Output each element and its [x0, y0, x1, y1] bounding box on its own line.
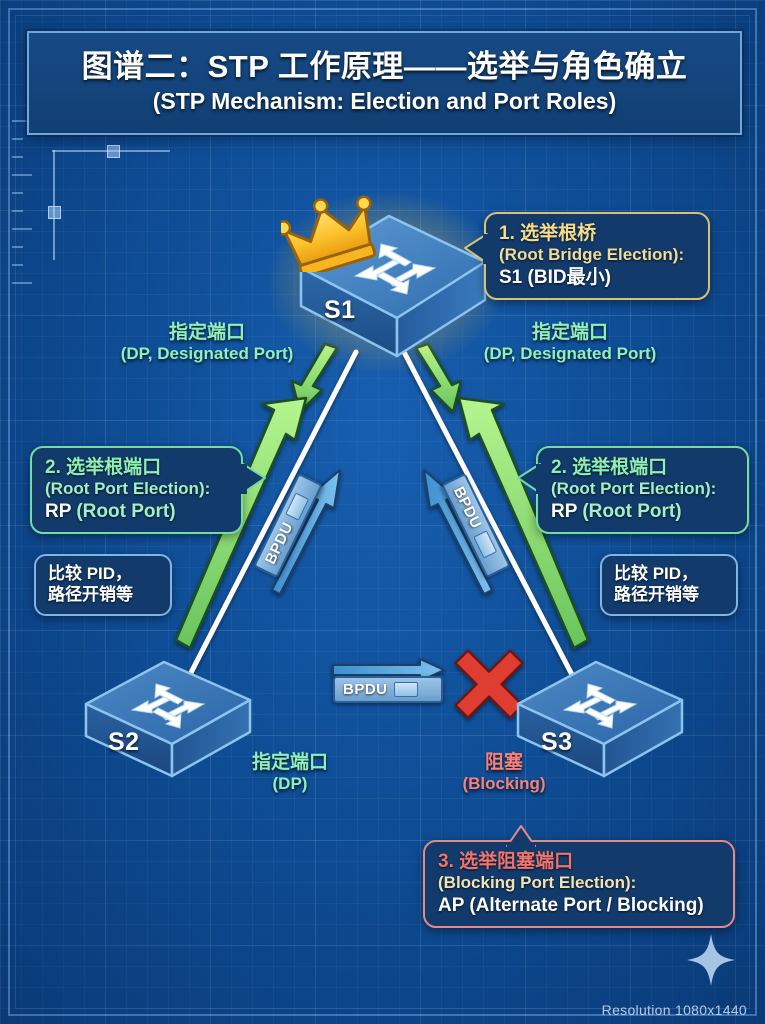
label-dp-bottom-en: (DP): [272, 774, 308, 794]
label-dp-left: 指定端口 (DP, Designated Port): [92, 322, 322, 365]
blocking-x-icon: [454, 649, 524, 719]
bpdu-flow-arrow-left: [271, 469, 341, 595]
switch-s3-icon[interactable]: [508, 648, 708, 788]
label-dp-right: 指定端口 (DP, Designated Port): [455, 322, 685, 365]
note-left-line2: 路径开销等: [48, 585, 133, 605]
note-right-pid[interactable]: 比较 PID， 路径开销等: [600, 554, 738, 616]
title-chinese: 图谱二：STP 工作原理——选举与角色确立: [81, 49, 688, 85]
note-left-pid[interactable]: 比较 PID， 路径开销等: [34, 554, 172, 616]
bpdu-badge-bottom-label: BPDU: [343, 681, 388, 698]
bpdu-packet-icon-bottom: [393, 682, 418, 697]
resolution-watermark: Resolution 1080x1440: [601, 1002, 747, 1018]
callout-root-bridge-line2: (Root Bridge Election):: [499, 245, 685, 265]
callout-root-bridge-line1: 1. 选举根桥: [499, 223, 597, 244]
label-blocking-bottom: 阻塞 (Blocking): [432, 752, 576, 795]
callout-root-bridge-tail: [464, 233, 489, 264]
ruler-decoration: [12, 120, 34, 300]
bpdu-packet-icon-left: [284, 492, 309, 522]
crosshair-node-a: [48, 206, 61, 219]
switch-s2-label: S2: [108, 728, 140, 756]
note-left-line1: 比较 PID，: [48, 564, 133, 583]
label-dp-right-en: (DP, Designated Port): [483, 344, 657, 364]
crosshair-node-b: [107, 145, 120, 158]
rp-right-main: RP: [551, 500, 578, 522]
bpdu-packet-icon-right: [472, 529, 497, 559]
arrow-rp-right: [457, 396, 590, 650]
note-right-line2: 路径开销等: [614, 585, 699, 605]
rp-left-sub: (Root Port): [71, 500, 176, 522]
note-right-line1: 比较 PID，: [614, 564, 699, 583]
label-dp-right-cn: 指定端口: [531, 322, 608, 343]
link-s1-s2: [177, 349, 359, 697]
callout-root-bridge-line3: S1 (BID最小): [499, 266, 611, 288]
bpdu-badge-bottom: BPDU: [333, 676, 443, 703]
callout-root-port-left-line1: 2. 选举根端口: [45, 457, 162, 478]
callout-blocking-line1: 3. 选举阻塞端口: [438, 851, 574, 872]
crown-icon: [281, 195, 377, 272]
link-s1-s3: [401, 349, 585, 697]
callout-root-port-right-tail: [517, 463, 542, 494]
switch-s1-label: S1: [324, 296, 356, 324]
label-blocking-bottom-cn: 阻塞: [484, 752, 523, 773]
label-dp-left-cn: 指定端口: [168, 322, 245, 343]
callout-blocking-line2: (Blocking Port Election):: [438, 873, 637, 893]
crosshair-vertical: [53, 150, 55, 260]
callout-blocking-port[interactable]: 3. 选举阻塞端口 (Blocking Port Election): AP (…: [423, 840, 735, 929]
label-dp-left-en: (DP, Designated Port): [120, 344, 294, 364]
callout-root-port-left-line3: RP (Root Port): [45, 500, 228, 523]
callout-root-port-right-line2: (Root Port Election):: [551, 479, 717, 499]
bpdu-flow-arrow-bottom: [332, 658, 445, 682]
callout-blocking-tail: [506, 825, 536, 848]
sparkle-icon: [687, 934, 735, 986]
label-dp-bottom: 指定端口 (DP): [230, 752, 350, 795]
label-blocking-bottom-en: (Blocking): [462, 774, 546, 794]
page-title: 图谱二：STP 工作原理——选举与角色确立 (STP Mechanism: El…: [27, 31, 742, 135]
label-dp-bottom-cn: 指定端口: [251, 752, 328, 773]
switch-s2-icon[interactable]: [76, 648, 276, 788]
rp-left-main: RP: [45, 500, 72, 522]
callout-blocking-line3: AP (Alternate Port / Blocking): [438, 894, 704, 916]
callout-root-port-right[interactable]: 2. 选举根端口 (Root Port Election): RP (Root …: [536, 446, 749, 535]
title-english: (STP Mechanism: Election and Port Roles): [152, 88, 617, 115]
rp-right-sub: (Root Port): [577, 500, 682, 522]
callout-root-port-left-line2: (Root Port Election):: [45, 479, 211, 499]
callout-root-port-left[interactable]: 2. 选举根端口 (Root Port Election): RP (Root …: [30, 446, 243, 535]
callout-root-port-right-line3: RP (Root Port): [551, 500, 734, 523]
callout-root-port-right-line1: 2. 选举根端口: [551, 457, 668, 478]
callout-root-bridge[interactable]: 1. 选举根桥 (Root Bridge Election): S1 (BID最…: [484, 212, 710, 301]
switch-s3-label: S3: [541, 728, 573, 756]
callout-root-port-left-tail: [241, 463, 266, 494]
